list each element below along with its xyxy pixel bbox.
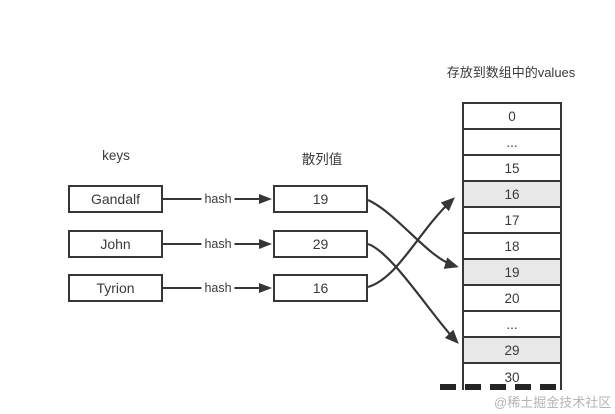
- key-box: Gandalf: [68, 185, 163, 213]
- array-cell-value: 17: [504, 212, 520, 228]
- array-cell: 19: [464, 260, 560, 286]
- hash-value-box: 16: [273, 274, 368, 302]
- hash-value-box: 19: [273, 185, 368, 213]
- array-cell-value: ...: [506, 134, 518, 150]
- hash-value-box: 29: [273, 230, 368, 258]
- keys-column-label: keys: [102, 148, 130, 163]
- hash-value-label: 29: [312, 236, 329, 252]
- values-array: 0 ... 15 16 17 18 19 20 ... 29 30: [462, 102, 562, 390]
- array-title: 存放到数组中的values: [446, 65, 576, 80]
- array-cell-value: ...: [506, 316, 518, 332]
- array-cell: 17: [464, 208, 560, 234]
- curve-arrow-16-to-index16: [367, 197, 455, 289]
- array-cell-value: 0: [508, 108, 516, 124]
- array-cell: 20: [464, 286, 560, 312]
- array-cell: 29: [464, 338, 560, 364]
- array-cell: ...: [464, 312, 560, 338]
- hash-connector: hash: [163, 185, 273, 213]
- array-cell-value: 20: [504, 290, 520, 306]
- array-cell-value: 16: [504, 186, 520, 202]
- watermark: @稀土掘金技术社区: [494, 395, 612, 410]
- key-label: Tyrion: [96, 280, 135, 296]
- array-cell: 15: [464, 156, 560, 182]
- curve-arrow-19-to-index19: [367, 199, 459, 269]
- hash-connector: hash: [163, 230, 273, 258]
- hash-connector: hash: [163, 274, 273, 302]
- array-cell: 16: [464, 182, 560, 208]
- hash-values-column-label: 散列值: [301, 152, 343, 167]
- hash-connector-label: hash: [201, 237, 235, 251]
- key-box: John: [68, 230, 163, 258]
- array-cell-value: 30: [504, 369, 520, 385]
- curve-arrow-29-to-index29: [367, 242, 459, 344]
- arrowhead-right-icon: [259, 239, 272, 249]
- hash-connector-label: hash: [201, 192, 235, 206]
- array-cell-value: 15: [504, 160, 520, 176]
- array-cell: 18: [464, 234, 560, 260]
- array-cell: 0: [464, 104, 560, 130]
- hash-connector-label: hash: [201, 281, 235, 295]
- array-cell-value: 18: [504, 238, 520, 254]
- key-label: Gandalf: [90, 191, 141, 207]
- array-continues-dashed-edge: [440, 384, 563, 390]
- key-label: John: [100, 236, 131, 252]
- arrowhead-right-icon: [259, 283, 272, 293]
- array-cell-value: 19: [504, 264, 520, 280]
- hash-value-label: 16: [312, 280, 329, 296]
- array-cell: ...: [464, 130, 560, 156]
- key-box: Tyrion: [68, 274, 163, 302]
- arrowhead-right-icon: [259, 194, 272, 204]
- array-cell-value: 29: [504, 342, 520, 358]
- hash-value-label: 19: [312, 191, 329, 207]
